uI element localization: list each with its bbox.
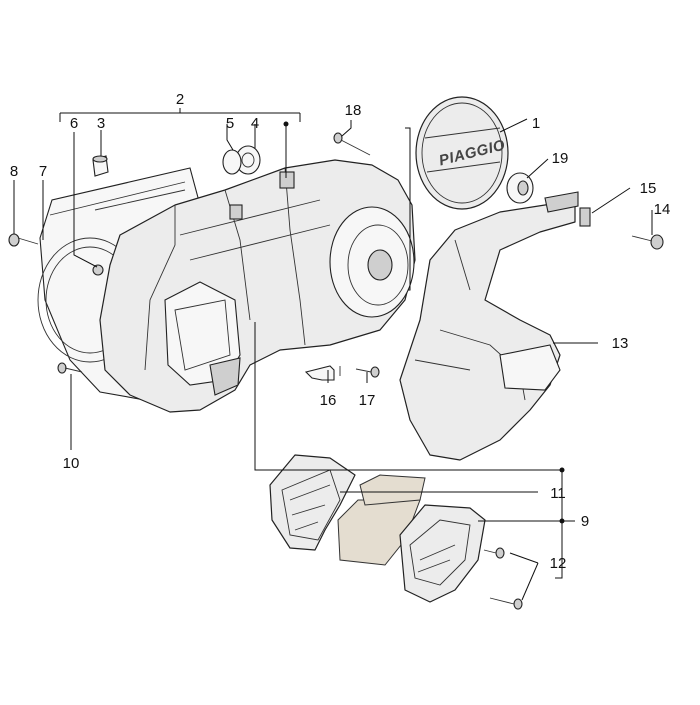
callout-12: 12 [550, 555, 567, 572]
callout-3: 3 [97, 115, 105, 132]
callout-16: 16 [320, 392, 337, 409]
bushing [506, 172, 534, 204]
callout-5: 5 [226, 115, 234, 132]
callout-1: 1 [532, 115, 540, 132]
callout-18: 18 [345, 102, 362, 119]
callout-10: 10 [63, 455, 80, 472]
callout-11: 11 [550, 485, 566, 502]
callout-2: 2 [176, 91, 184, 108]
air-duct [399, 191, 579, 461]
leader-lines [13, 108, 653, 601]
crankcase-cover [99, 159, 416, 413]
screws-left [8, 132, 371, 374]
callout-8: 8 [10, 163, 18, 180]
small-hardware [92, 145, 261, 276]
piaggio-cap: PIAGGIO [415, 96, 509, 210]
callout-4: 4 [251, 115, 259, 132]
callout-19: 19 [552, 150, 569, 167]
callout-labels: 1 2 3 4 5 6 7 8 9 10 11 12 13 14 15 16 1… [10, 91, 671, 572]
callout-9: 9 [581, 513, 589, 530]
nut-and-screw [579, 207, 664, 250]
callout-6: 6 [70, 115, 78, 132]
callout-14: 14 [654, 201, 671, 218]
callout-17: 17 [359, 392, 376, 409]
filter-assembly [269, 454, 523, 610]
callout-13: 13 [612, 335, 629, 352]
clip-and-screw [304, 365, 380, 381]
callout-7: 7 [39, 163, 47, 180]
callout-15: 15 [640, 180, 657, 197]
